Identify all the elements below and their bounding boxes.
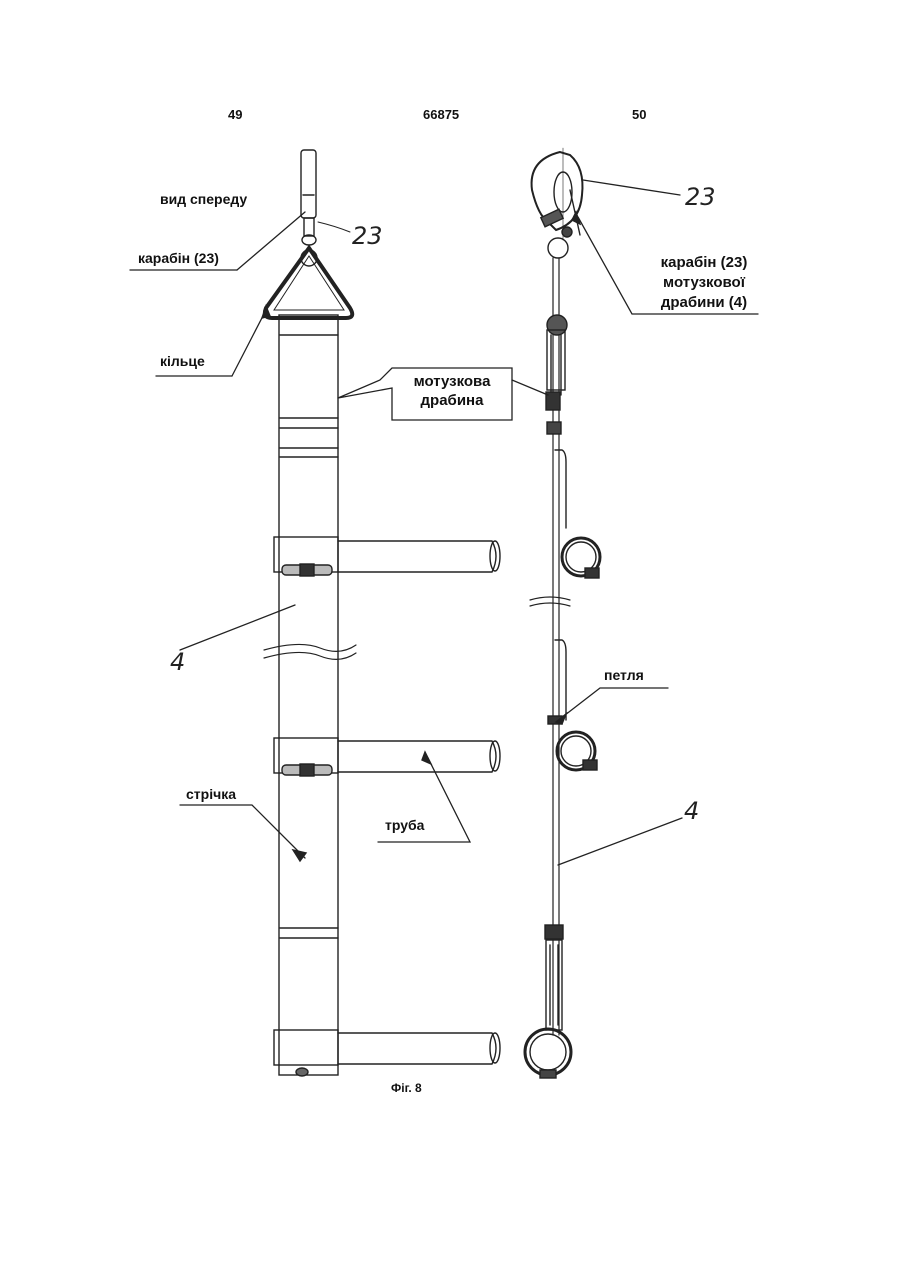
pipe-rung xyxy=(338,741,496,772)
label-rope-ladder-line2: драбина xyxy=(394,391,510,410)
label-rope-ladder: мотузкова драбина xyxy=(394,372,510,410)
rung-clamp xyxy=(274,1030,338,1065)
ref-4-left: 4 xyxy=(170,648,185,676)
label-carabiner: карабін (23) xyxy=(138,250,219,267)
label-front-view: вид спереду xyxy=(160,191,247,208)
label-pipe: труба xyxy=(385,817,424,834)
label-carabiner-right-line3: драбини (4) xyxy=(645,293,763,313)
label-ring: кільце xyxy=(160,353,205,370)
label-rope-ladder-line1: мотузкова xyxy=(394,372,510,391)
ref-23-right: 23 xyxy=(685,183,716,211)
ring-shape xyxy=(265,248,352,318)
front-view-figure xyxy=(130,150,500,1076)
ref-23-left: 23 xyxy=(352,222,383,250)
label-strap: стрічка xyxy=(186,786,236,803)
carabiner-clip xyxy=(304,218,314,236)
pipe-rung xyxy=(338,1033,496,1064)
figure-caption: Фіг. 8 xyxy=(391,1080,422,1097)
label-loop: петля xyxy=(604,667,644,684)
pipe-rung xyxy=(338,541,496,572)
strap xyxy=(279,315,338,1075)
carabiner-rod xyxy=(301,150,316,218)
label-carabiner-right: карабін (23) мотузкової драбини (4) xyxy=(645,253,763,313)
ref-4-right: 4 xyxy=(684,797,699,825)
label-carabiner-right-line1: карабін (23) xyxy=(645,253,763,273)
loop-ring xyxy=(525,1029,571,1075)
label-carabiner-right-line2: мотузкової xyxy=(645,273,763,293)
